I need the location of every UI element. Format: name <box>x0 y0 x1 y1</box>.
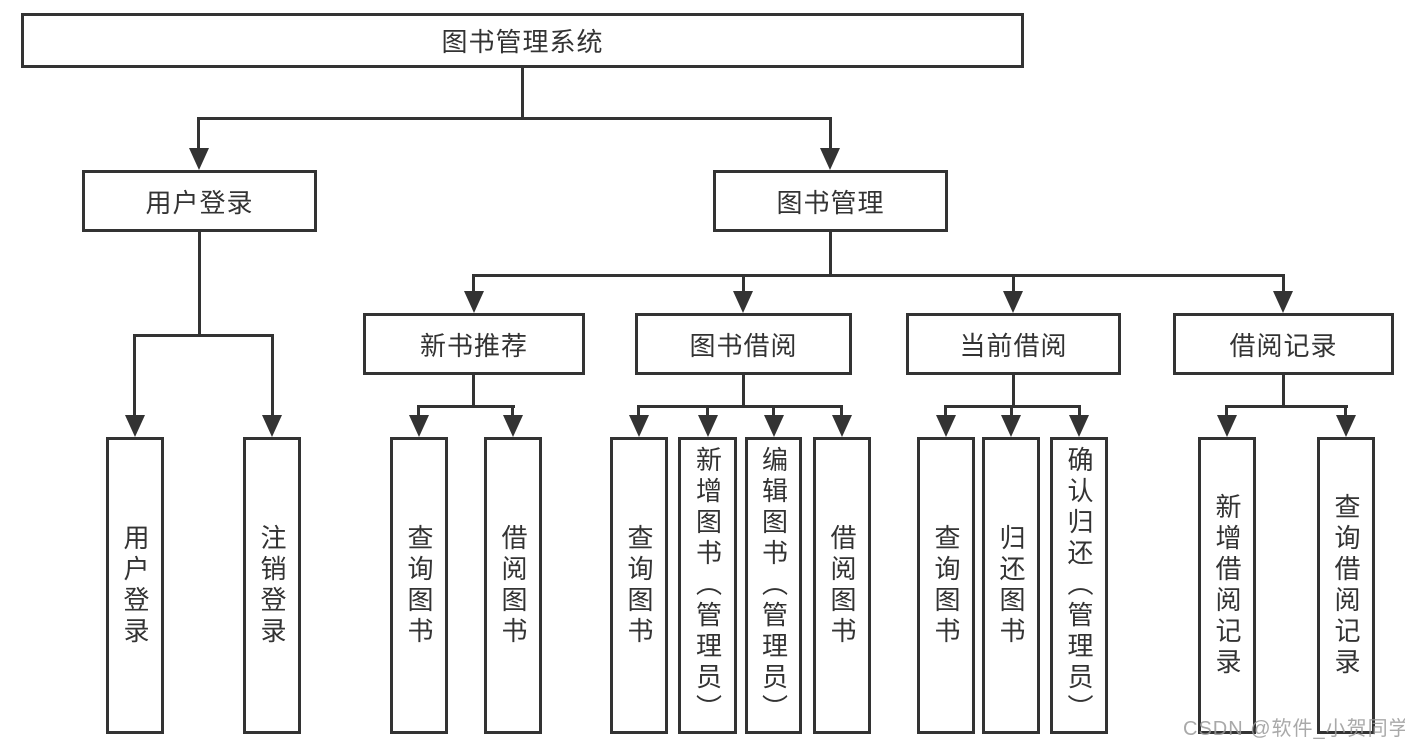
connector-line <box>1282 274 1285 294</box>
connector-line <box>472 274 1284 277</box>
node-label: 借阅图书 <box>498 523 528 648</box>
arrow-down-icon <box>764 415 784 437</box>
leaf-user-login: 用户登录 <box>106 437 164 734</box>
node-label: 图书借阅 <box>689 330 798 361</box>
node-label: 借阅记录 <box>1229 330 1338 361</box>
leaf-edit-books-admin: 编辑图书（管理员） <box>745 437 802 734</box>
connector-line <box>1010 405 1013 419</box>
arrow-down-icon <box>832 415 852 437</box>
arrow-down-icon <box>503 415 523 437</box>
node-label: 图书管理系统 <box>441 27 604 57</box>
csdn-watermark: CSDN @软件_小贺同学 <box>1183 718 1405 740</box>
connector-line <box>1225 405 1348 408</box>
node-book-borrowing: 图书借阅 <box>635 313 852 375</box>
connector-line <box>944 405 947 419</box>
leaf-borrow-books: 借阅图书 <box>813 437 871 734</box>
arrow-down-icon <box>1001 415 1021 437</box>
leaf-confirm-return-admin: 确认归还（管理员） <box>1050 437 1108 734</box>
connector-line <box>829 117 832 150</box>
connector-line <box>133 334 136 417</box>
connector-line <box>742 274 745 294</box>
connector-line <box>198 230 201 337</box>
node-label: 查询图书 <box>931 523 961 648</box>
arrow-down-icon <box>409 415 429 437</box>
arrow-down-icon <box>1336 415 1356 437</box>
node-label: 当前借阅 <box>959 330 1068 361</box>
connector-line <box>271 334 274 417</box>
connector-line <box>772 405 775 419</box>
node-label: 查询图书 <box>404 523 434 648</box>
connector-line <box>1282 373 1285 408</box>
node-label: 图书管理 <box>776 187 885 218</box>
connector-line <box>521 66 524 120</box>
connector-line <box>1225 405 1228 419</box>
connector-line <box>829 230 832 277</box>
node-root-system: 图书管理系统 <box>21 13 1024 68</box>
arrow-down-icon <box>189 148 209 170</box>
arrow-down-icon <box>1273 291 1293 313</box>
node-current-borrowing: 当前借阅 <box>906 313 1121 375</box>
connector-line <box>840 405 843 419</box>
leaf-add-borrow-record: 新增借阅记录 <box>1198 437 1256 734</box>
node-book-management: 图书管理 <box>713 170 948 232</box>
node-label: 新书推荐 <box>419 330 528 361</box>
node-label: 查询借阅记录 <box>1331 492 1361 679</box>
node-label: 借阅图书 <box>827 523 857 648</box>
node-label: 归还图书 <box>996 523 1026 648</box>
node-borrowing-records: 借阅记录 <box>1173 313 1394 375</box>
node-label: 确认归还（管理员） <box>1064 446 1094 725</box>
connector-line <box>472 373 475 408</box>
arrow-down-icon <box>733 291 753 313</box>
leaf-query-books-recommend: 查询图书 <box>390 437 448 734</box>
connector-line <box>742 373 745 408</box>
node-label: 编辑图书（管理员） <box>758 446 789 725</box>
arrow-down-icon <box>820 148 840 170</box>
connector-line <box>133 334 274 337</box>
arrow-down-icon <box>629 415 649 437</box>
leaf-logout: 注销登录 <box>243 437 301 734</box>
connector-line <box>417 405 420 419</box>
node-label: 新增图书（管理员） <box>692 446 723 725</box>
connector-line <box>1344 405 1347 419</box>
arrow-down-icon <box>125 415 145 437</box>
node-new-book-recommendation: 新书推荐 <box>363 313 585 375</box>
node-label: 新增借阅记录 <box>1212 492 1242 679</box>
connector-line <box>1012 373 1015 408</box>
leaf-borrow-books-recommend: 借阅图书 <box>484 437 542 734</box>
arrow-down-icon <box>936 415 956 437</box>
connector-line <box>417 405 515 408</box>
arrow-down-icon <box>464 291 484 313</box>
connector-line <box>197 117 200 150</box>
leaf-query-books-current: 查询图书 <box>917 437 975 734</box>
leaf-query-books-borrowing: 查询图书 <box>610 437 668 734</box>
connector-line <box>511 405 514 419</box>
node-label: 用户登录 <box>145 187 254 218</box>
leaf-return-books: 归还图书 <box>982 437 1040 734</box>
node-label: 用户登录 <box>120 523 150 648</box>
arrow-down-icon <box>262 415 282 437</box>
leaf-add-books-admin: 新增图书（管理员） <box>678 437 737 734</box>
arrow-down-icon <box>1069 415 1089 437</box>
arrow-down-icon <box>1003 291 1023 313</box>
connector-line <box>197 117 832 120</box>
node-label: 注销登录 <box>257 523 287 648</box>
arrow-down-icon <box>698 415 718 437</box>
connector-line <box>706 405 709 419</box>
connector-line <box>1012 274 1015 294</box>
node-label: 查询图书 <box>624 523 654 648</box>
node-user-login: 用户登录 <box>82 170 317 232</box>
connector-line <box>472 274 475 294</box>
leaf-query-borrow-record: 查询借阅记录 <box>1317 437 1375 734</box>
connector-line <box>637 405 843 408</box>
arrow-down-icon <box>1217 415 1237 437</box>
connector-line <box>637 405 640 419</box>
connector-line <box>1078 405 1081 419</box>
